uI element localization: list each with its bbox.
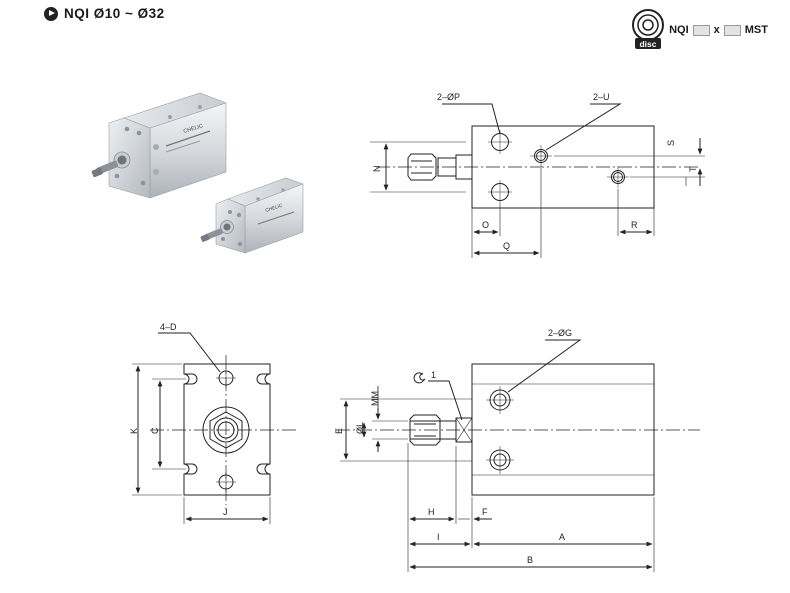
label-k: K xyxy=(129,428,139,434)
side-view xyxy=(336,339,700,572)
label-f: F xyxy=(482,507,488,517)
label-h: H xyxy=(428,507,435,517)
model-prefix: NQI xyxy=(669,24,689,36)
top-rod-nut xyxy=(407,153,437,181)
leader-d xyxy=(158,332,221,373)
side-view-labels: 2–ØG 1 MM E ØL H F I A B xyxy=(334,328,572,565)
top-rod-stub xyxy=(437,157,457,177)
label-r: R xyxy=(631,220,638,230)
front-hole-2 xyxy=(216,472,236,492)
front-view xyxy=(132,332,298,524)
side-hole-g2 xyxy=(486,446,514,474)
label-s: S xyxy=(666,140,676,146)
wrench-icon xyxy=(413,372,426,384)
label-j: J xyxy=(223,507,228,517)
label-t: T xyxy=(688,166,698,172)
label-e: E xyxy=(334,428,344,434)
photo-label-large: CHELIC xyxy=(183,123,204,135)
label-n: N xyxy=(372,166,382,173)
front-boss-outer xyxy=(202,406,250,454)
code-box-2 xyxy=(723,24,741,36)
label-2-op: 2–ØP xyxy=(437,92,460,102)
top-view xyxy=(370,103,705,258)
label-2-u: 2–U xyxy=(593,92,610,102)
leader-wrench xyxy=(428,380,463,421)
label-a: A xyxy=(559,532,565,542)
front-slot-2 xyxy=(256,373,270,385)
model-suffix: MST xyxy=(744,24,768,36)
side-view-body xyxy=(471,363,655,496)
top-hole-u1 xyxy=(530,145,552,167)
top-hole-p2 xyxy=(488,180,512,204)
top-view-labels: 2–ØP 2–U N S T O R Q xyxy=(372,92,698,251)
front-slot-4 xyxy=(256,463,270,475)
series-title: NQI Ø10 ~ Ø32 xyxy=(64,6,165,21)
label-c: C xyxy=(150,427,160,434)
model-separator: x xyxy=(713,24,720,36)
photo-label-small: CHELIC xyxy=(265,203,284,214)
label-q: Q xyxy=(503,241,510,251)
label-mm: MM xyxy=(370,391,380,406)
side-hole-g1 xyxy=(486,386,514,414)
label-i: I xyxy=(437,532,440,542)
play-circle-icon xyxy=(44,6,58,21)
front-view-body xyxy=(183,363,271,496)
top-hole-u2 xyxy=(607,166,629,188)
label-o: O xyxy=(482,220,489,230)
front-slot-1 xyxy=(184,373,198,385)
front-rod-nut xyxy=(209,411,243,449)
disc-logo-icon: disc xyxy=(632,9,665,49)
label-wrench-size: 1 xyxy=(431,370,436,380)
logo-text: disc xyxy=(640,39,657,49)
leader-g xyxy=(507,339,582,393)
model-code: disc NQI x MST xyxy=(631,8,768,52)
leader-u xyxy=(545,103,622,151)
front-hole-1 xyxy=(216,368,236,388)
label-2-og: 2–ØG xyxy=(548,328,572,338)
page-title: NQI Ø10 ~ Ø32 xyxy=(44,6,165,21)
label-4-d: 4–D xyxy=(160,322,177,332)
cylinder-photo-small: CHELIC xyxy=(200,177,304,254)
code-box-1 xyxy=(692,24,710,36)
leader-p xyxy=(442,103,501,135)
side-rod-nut xyxy=(409,414,441,446)
front-view-labels: 4–D K C J xyxy=(129,322,228,517)
front-slot-3 xyxy=(184,463,198,475)
label-b: B xyxy=(527,555,533,565)
cylinder-photo-large: CHELIC xyxy=(91,92,227,199)
label-l: ØL xyxy=(355,422,365,434)
